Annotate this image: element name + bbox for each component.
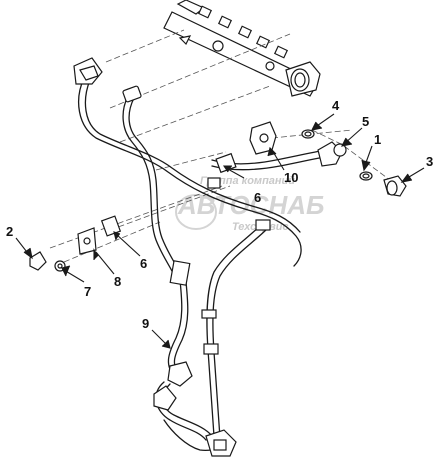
callout-6-upper: 6: [254, 190, 261, 205]
clip-v1: [201, 309, 217, 319]
watermark-line1: Группа компаний: [200, 175, 295, 187]
clip-v2: [203, 343, 219, 355]
clip-right-branch: [255, 219, 271, 231]
harness-wires: [78, 77, 331, 452]
clip-6-lower: [100, 215, 122, 237]
connector-lower-centre: [167, 361, 193, 387]
callout-2: 2: [6, 224, 13, 239]
callout-4: 4: [332, 98, 340, 113]
callout-1: 1: [374, 132, 381, 147]
callout-3: 3: [426, 154, 433, 169]
callout-6-lower: 6: [140, 256, 147, 271]
callout-5: 5: [362, 114, 369, 129]
fuel-rail: [163, 0, 321, 97]
callout-10: 10: [284, 170, 298, 185]
connector-lower-left: [153, 385, 177, 411]
callout-9: 9: [142, 316, 149, 331]
centre-clip-block: [169, 260, 191, 286]
leader-lines: [15, 113, 425, 349]
clip-small-1: [207, 177, 221, 189]
callout-7: 7: [84, 284, 91, 299]
callout-8: 8: [114, 274, 121, 289]
connectors: [29, 57, 407, 457]
callouts: 1 2 3 4 5 6 6 7 8 9 10: [6, 98, 433, 331]
connector-upper-centre: [122, 85, 142, 103]
bolt-2: [29, 251, 47, 271]
